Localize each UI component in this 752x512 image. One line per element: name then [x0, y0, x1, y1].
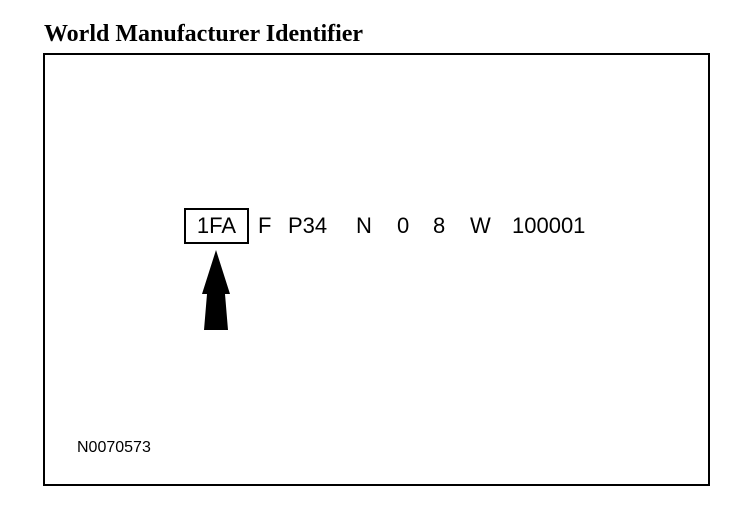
diagram-frame: [43, 53, 710, 486]
vin-segment: 8: [433, 213, 446, 238]
wmi-highlight-box: 1FA: [184, 208, 249, 244]
vin-segment: P34: [288, 213, 328, 238]
page-title: World Manufacturer Identifier: [44, 21, 364, 47]
vin-segment: 100001: [512, 213, 586, 238]
vin-segment: W: [470, 213, 491, 238]
arrow-up-icon: [202, 250, 230, 330]
figure-code: N0070573: [77, 439, 151, 456]
vin-segment: N: [356, 213, 372, 238]
vin-segment: F: [258, 213, 272, 238]
vin-segment: 0: [397, 213, 410, 238]
